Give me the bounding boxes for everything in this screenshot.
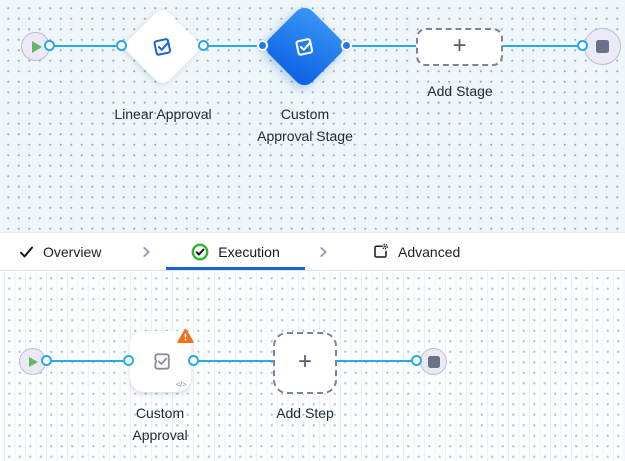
add-stage-label: Add Stage	[427, 83, 493, 99]
port[interactable]	[341, 40, 352, 51]
port[interactable]	[44, 40, 55, 51]
custom-approval-stage-node[interactable]	[261, 3, 348, 90]
tab-advanced[interactable]: Advanced	[371, 233, 460, 270]
add-step-label: Add Step	[276, 405, 334, 421]
add-stage-button[interactable]: +	[416, 28, 503, 66]
advanced-gear-icon	[371, 243, 389, 260]
stage-canvas: + Linear Approval Custom Approval Stage …	[0, 0, 625, 232]
custom-approval-stage-label: Custom Approval Stage	[257, 106, 353, 144]
step-connector-line	[46, 360, 417, 362]
tab-execution-label: Execution	[218, 243, 280, 260]
step-canvas: </> + Custom Approval Add Step	[0, 271, 625, 461]
port[interactable]	[257, 40, 268, 51]
code-icon: </>	[175, 380, 187, 389]
port[interactable]	[577, 40, 588, 51]
port[interactable]	[198, 40, 209, 51]
custom-approval-label: Custom Approval	[132, 405, 188, 443]
stage-tab-bar: Overview Execution	[0, 232, 625, 271]
port[interactable]	[41, 355, 52, 366]
tab-execution[interactable]: Execution	[166, 233, 305, 270]
tab-overview-label: Overview	[43, 243, 102, 260]
stage-end-node[interactable]	[584, 28, 621, 65]
plus-icon: +	[297, 348, 312, 375]
linear-approval-node[interactable]	[122, 6, 203, 87]
chevron-right-icon	[141, 233, 152, 270]
port[interactable]	[411, 355, 422, 366]
stop-icon	[596, 40, 609, 53]
tab-overview[interactable]: Overview	[19, 233, 101, 270]
check-icon	[19, 245, 34, 259]
stop-icon	[427, 355, 440, 368]
approval-check-icon	[149, 33, 176, 60]
stage-start-node[interactable]	[21, 32, 50, 61]
play-icon	[32, 40, 42, 53]
port[interactable]	[123, 355, 134, 366]
play-icon	[29, 356, 38, 367]
port[interactable]	[116, 40, 127, 51]
check-circle-icon	[191, 243, 209, 261]
add-step-button[interactable]: +	[273, 332, 337, 394]
approval-check-icon	[291, 33, 318, 60]
custom-approval-node[interactable]: </>	[130, 328, 194, 392]
chevron-right-icon	[318, 233, 329, 270]
linear-approval-label: Linear Approval	[114, 106, 212, 122]
plus-icon: +	[452, 32, 467, 59]
step-end-node[interactable]	[420, 348, 447, 375]
puzzle-check-icon	[145, 346, 176, 377]
tab-advanced-label: Advanced	[398, 243, 461, 260]
warning-icon	[177, 328, 194, 344]
port[interactable]	[188, 355, 199, 366]
